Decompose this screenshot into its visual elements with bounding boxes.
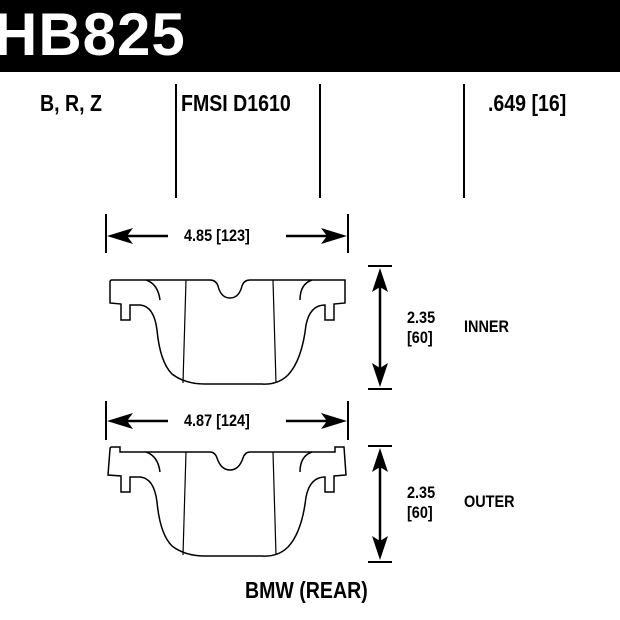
outer-pad-label: OUTER [464, 492, 515, 511]
inner-pad-outline [109, 279, 346, 385]
divider-line-2 [319, 84, 321, 198]
inner-height-mm: [60] [407, 328, 433, 347]
inner-height-inches: 2.35 [407, 308, 436, 327]
outer-width-dimension [105, 401, 349, 440]
outer-height-inches: 2.35 [407, 483, 436, 502]
outer-height-mm: [60] [407, 503, 433, 522]
inner-height-dimension [368, 265, 392, 390]
compound-codes: B, R, Z [40, 90, 102, 116]
pad-thickness: .649 [16] [488, 90, 567, 116]
vehicle-application: BMW (REAR) [245, 577, 368, 603]
part-number: HB825 [0, 1, 186, 68]
outer-pad-outline [107, 446, 347, 557]
inner-pad-label: INNER [464, 317, 509, 336]
outer-height-label: 2.35 [60] [407, 483, 435, 523]
inner-width-dimension [105, 214, 349, 253]
inner-width-label: 4.85 [123] [184, 226, 250, 245]
inner-height-label: 2.35 [60] [407, 308, 435, 348]
header-bar [0, 0, 620, 72]
divider-line-1 [175, 84, 177, 198]
outer-width-label: 4.87 [124] [184, 411, 250, 430]
divider-line-3 [463, 84, 465, 198]
fmsi-number: FMSI D1610 [181, 90, 291, 116]
outer-height-dimension [368, 445, 392, 563]
